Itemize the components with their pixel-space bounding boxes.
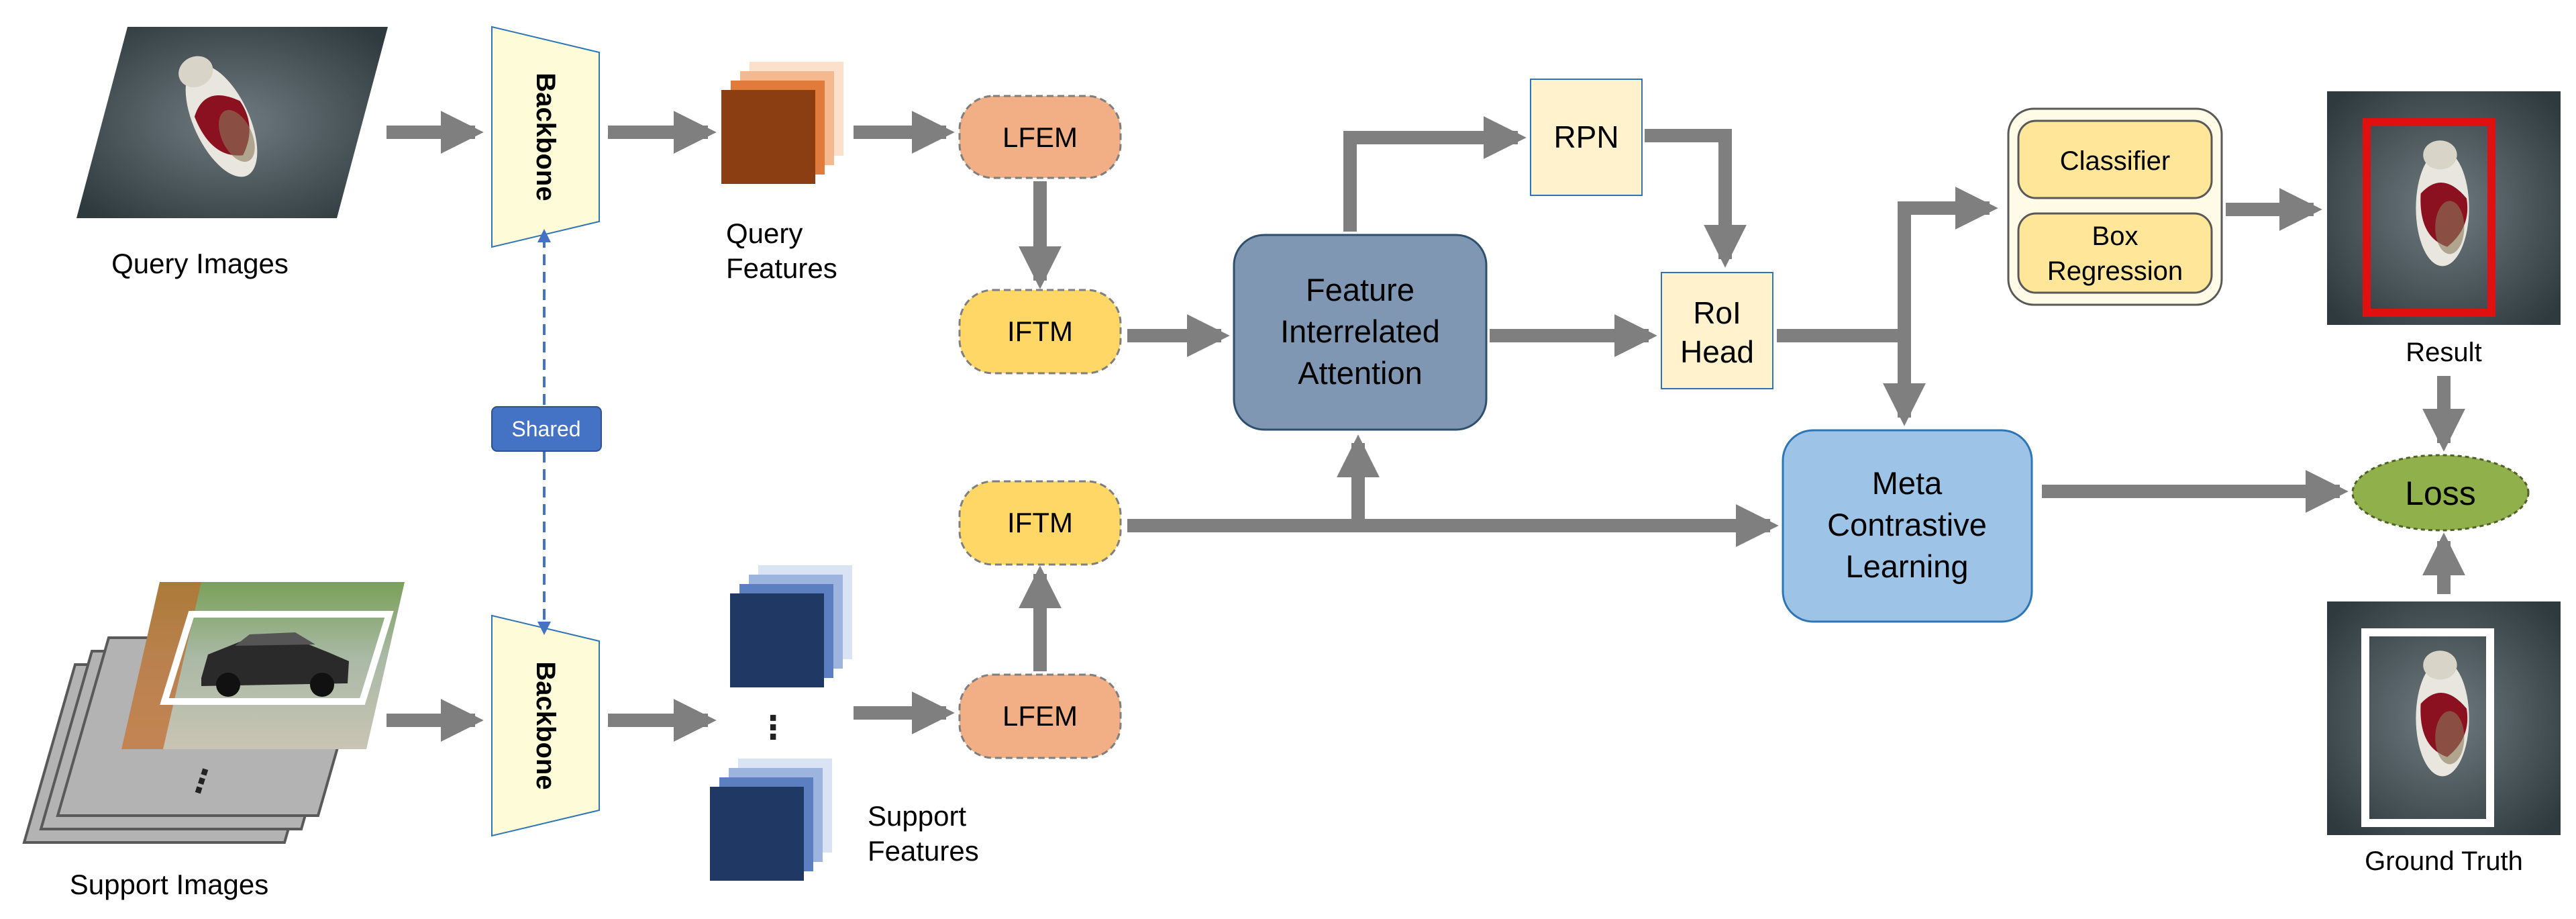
iftm-top-label: IFTM <box>1007 316 1073 347</box>
support-images-stack <box>22 582 405 844</box>
iftm-bottom-label: IFTM <box>1007 507 1073 538</box>
result-image <box>2327 91 2561 325</box>
fia-label-1: Feature <box>1306 272 1414 307</box>
shared-label: Shared <box>511 417 580 441</box>
box-label-1: Box <box>2092 222 2139 251</box>
roi-head-box: RoI Head <box>1661 272 1773 389</box>
arrow-split-to-heads <box>1898 186 1998 336</box>
fia-label-2: Interrelated <box>1280 313 1440 349</box>
roi-label-2: Head <box>1680 334 1754 369</box>
mcl-label-2: Contrastive <box>1827 507 1987 542</box>
support-features-dots: ⋮ <box>757 710 789 746</box>
feature-interrelated-attention: Feature Interrelated Attention <box>1233 234 1488 431</box>
support-features-stack-bottom <box>710 759 832 881</box>
shared-badge: Shared <box>491 406 602 452</box>
query-images-label: Query Images <box>111 248 289 279</box>
iftm-top: IFTM <box>958 289 1122 375</box>
rpn-label: RPN <box>1553 119 1618 154</box>
backbone-bottom: Backbone <box>491 614 600 837</box>
arrows <box>387 110 2466 742</box>
ground-truth-label: Ground Truth <box>2365 847 2523 876</box>
roi-label-1: RoI <box>1693 295 1741 330</box>
detection-heads-group: Classifier Box Regression <box>2007 107 2223 306</box>
query-features-label-2: Features <box>726 252 837 284</box>
loss-label: Loss <box>2405 475 2476 512</box>
backbone-top: Backbone <box>491 26 600 248</box>
query-features-stack <box>721 62 843 184</box>
lfem-top: LFEM <box>958 95 1122 179</box>
query-image <box>76 27 388 218</box>
box-label-2: Regression <box>2047 256 2183 286</box>
backbone-top-label: Backbone <box>531 72 560 201</box>
loss-node: Loss <box>2351 454 2530 532</box>
backbone-bottom-label: Backbone <box>531 661 560 789</box>
arrow-fia-to-rpn <box>1343 115 1527 232</box>
meta-contrastive-learning: Meta Contrastive Learning <box>1782 429 2033 623</box>
ground-truth-image <box>2327 601 2561 835</box>
rpn-box: RPN <box>1530 79 1643 196</box>
support-features-stack-top <box>730 565 852 687</box>
mcl-label-1: Meta <box>1872 465 1943 501</box>
mcl-label-3: Learning <box>1846 548 1969 584</box>
fia-label-3: Attention <box>1298 355 1423 391</box>
classifier-label: Classifier <box>2060 146 2170 176</box>
support-features-label-2: Features <box>868 835 979 867</box>
support-features-label-1: Support <box>868 800 966 832</box>
lfem-bottom: LFEM <box>958 673 1122 759</box>
query-features-label-1: Query <box>726 217 803 249</box>
iftm-bottom: IFTM <box>958 480 1122 566</box>
arrow-rpn-to-roi <box>1645 129 1747 268</box>
support-car-image <box>121 582 405 749</box>
result-label: Result <box>2406 338 2481 367</box>
lfem-top-label: LFEM <box>1002 122 1078 153</box>
lfem-bottom-label: LFEM <box>1002 700 1078 732</box>
support-images-label: Support Images <box>70 869 269 900</box>
